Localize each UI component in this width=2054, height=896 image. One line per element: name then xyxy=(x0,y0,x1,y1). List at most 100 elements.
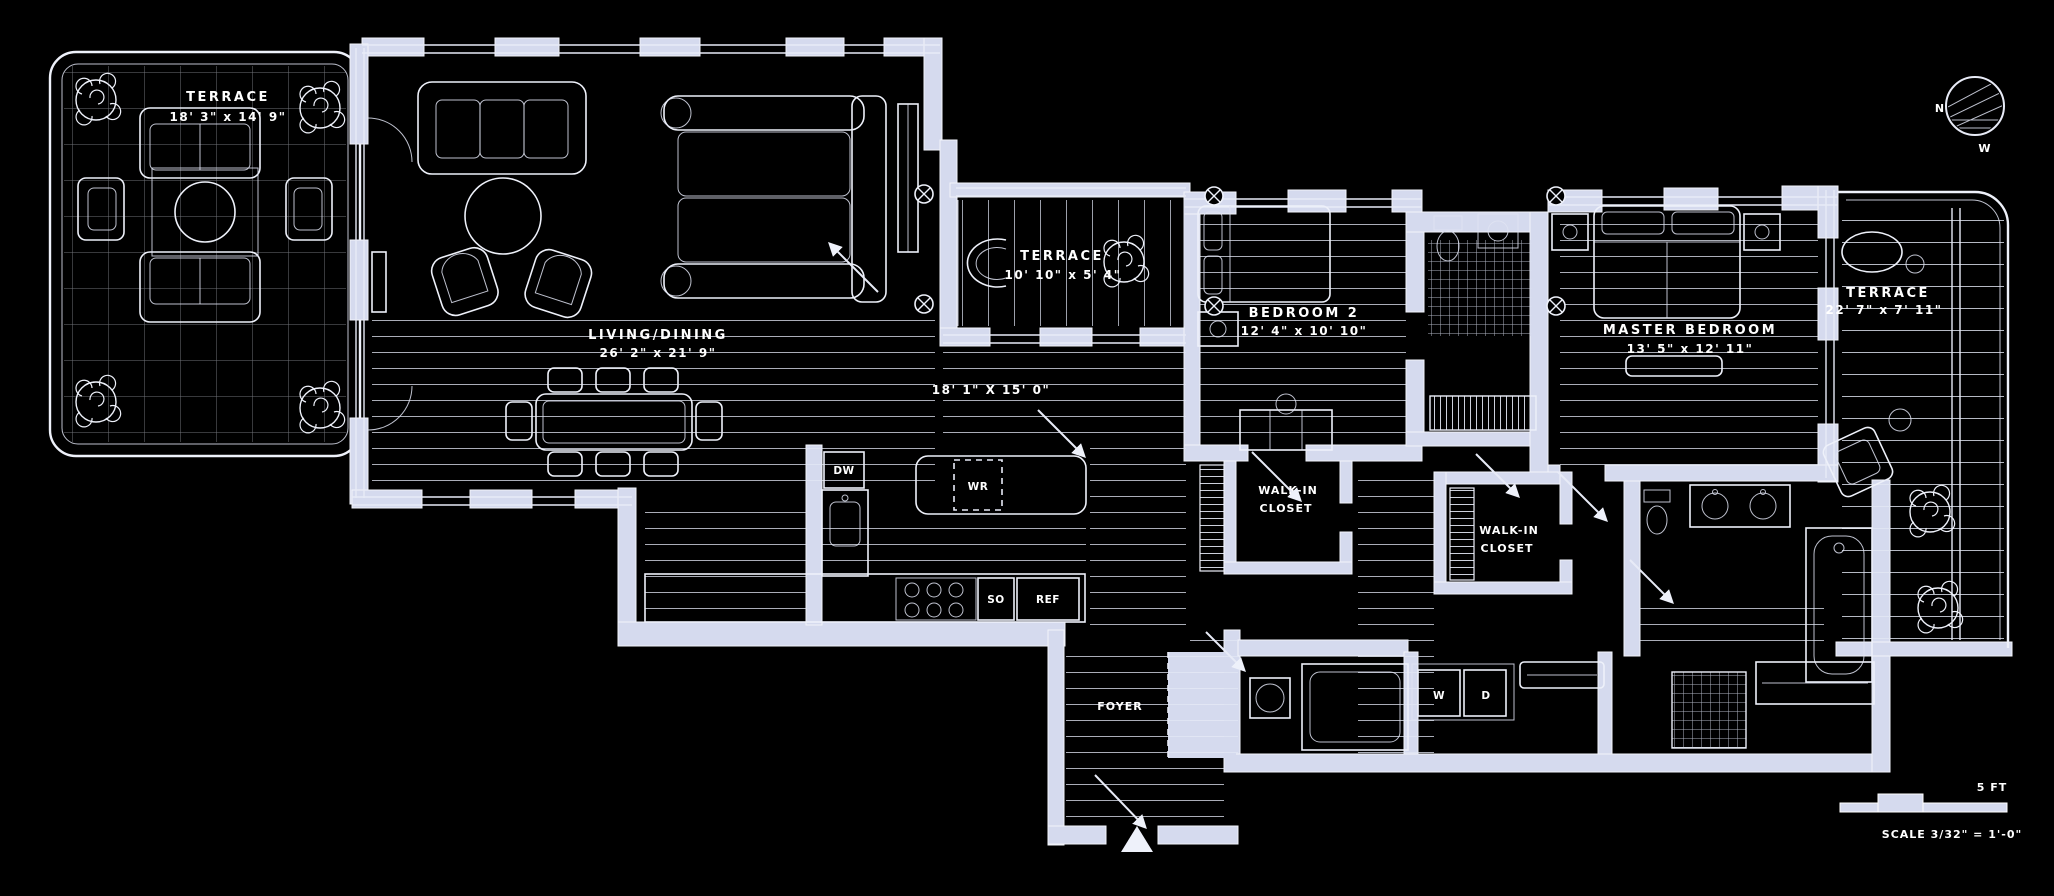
speed-oven-label: SO xyxy=(987,594,1005,606)
bed xyxy=(1197,205,1331,303)
armchair xyxy=(430,246,499,317)
speed-oven: SO xyxy=(977,577,1015,621)
refrigerator-label: REF xyxy=(1036,594,1060,606)
door-swing-icon xyxy=(1251,451,1302,502)
refrigerator: REF xyxy=(1016,577,1080,621)
column-marker-icon xyxy=(1204,296,1224,316)
dining-chair xyxy=(595,451,631,477)
outdoor-table-round xyxy=(1841,231,1925,274)
compass-north-label: N xyxy=(1935,102,1945,115)
terrace-middle: TERRACE 10' 10" x 5' 4" xyxy=(957,200,1185,326)
door-swing-icon xyxy=(1205,631,1246,672)
bathtub xyxy=(1805,527,1873,683)
door-swing-icon xyxy=(1629,559,1674,604)
column-marker-icon xyxy=(1546,296,1566,316)
curved-bench xyxy=(966,238,1007,288)
kitchen: DW WR SO REF 18' 1" X 15' 0" xyxy=(644,350,1186,635)
dryer: D xyxy=(1463,669,1507,717)
scale-text: SCALE 3/32" = 1'-0" xyxy=(1882,828,2022,841)
dining-chair xyxy=(547,367,583,393)
bench xyxy=(1625,355,1723,377)
terrace-middle-label: TERRACE xyxy=(1020,249,1104,264)
dining-chair xyxy=(643,367,679,393)
terrace-left-label: TERRACE xyxy=(186,90,270,105)
nightstand xyxy=(1743,213,1781,251)
hallways xyxy=(1190,470,1824,754)
scale-distance-label: 5 FT xyxy=(1977,781,2008,794)
door-swing-icon xyxy=(1475,453,1520,498)
bathtub xyxy=(1301,663,1409,751)
sofa-three-seat xyxy=(417,81,587,175)
terrace-right-label: TERRACE xyxy=(1846,286,1930,301)
dresser xyxy=(1239,393,1333,451)
walk-in-closet-1-line1: WALK-IN xyxy=(1258,484,1318,497)
dining-chair xyxy=(643,451,679,477)
door-swing-icon xyxy=(1094,774,1147,830)
pedestal-sink xyxy=(1249,677,1291,719)
bedroom-2-dims: 12' 4" x 10' 10" xyxy=(1241,324,1368,338)
shower xyxy=(1671,671,1747,749)
master-bathroom xyxy=(1643,484,1873,749)
vanity xyxy=(1429,395,1537,431)
walk-in-closet-2-line2: CLOSET xyxy=(1481,542,1534,555)
bed xyxy=(1593,205,1741,319)
living-dining-room: LIVING/DINING 26' 2" x 21' 9" xyxy=(367,81,935,496)
compass-west-label: W xyxy=(1978,142,1991,155)
walk-in-closet-2-line1: WALK-IN xyxy=(1479,524,1539,537)
coffee-table xyxy=(464,177,542,255)
media-console xyxy=(897,103,919,253)
dining-chair xyxy=(547,451,583,477)
wine-fridge-label: WR xyxy=(968,481,989,493)
scale-bar: 5 FT SCALE 3/32" = 1'-0" xyxy=(1839,781,2022,841)
door-arc xyxy=(367,385,413,431)
terrace-right-dims: 22' 7" x 7' 11" xyxy=(1826,303,1943,317)
bedroom-2-label: BEDROOM 2 xyxy=(1249,306,1360,321)
hanging-rod xyxy=(1449,487,1475,581)
door-swing-icon xyxy=(1557,471,1608,522)
outdoor-table xyxy=(174,181,236,243)
hanging-rod xyxy=(1199,464,1225,572)
outdoor-sofa-bottom xyxy=(139,251,261,323)
entry-marker-icon xyxy=(1121,826,1153,852)
terrace-left: TERRACE 18' 3" x 14' 9" xyxy=(48,50,362,458)
bathroom-1 xyxy=(1428,213,1537,431)
console-table xyxy=(371,251,387,313)
door-arc xyxy=(367,117,413,163)
rod-closet xyxy=(1519,661,1605,689)
terrace-right: TERRACE 22' 7" x 7' 11" xyxy=(1822,190,2010,648)
walk-in-closet-1: WALK-IN CLOSET xyxy=(1199,464,1318,572)
master-bedroom: MASTER BEDROOM 13' 5" x 12' 11" xyxy=(1551,205,1818,468)
terrace-left-dims: 18' 3" x 14' 9" xyxy=(170,110,287,124)
toilet xyxy=(1643,489,1671,535)
dining-chair xyxy=(505,401,533,441)
outdoor-chair-left xyxy=(77,177,125,241)
foyer-label: FOYER xyxy=(1097,700,1142,713)
door-swings xyxy=(828,242,1674,672)
terrace-middle-dims: 10' 10" x 5' 4" xyxy=(1005,268,1122,282)
washer-label: W xyxy=(1433,690,1445,702)
walk-in-closet-2: WALK-IN CLOSET xyxy=(1449,487,1539,581)
master-bedroom-label: MASTER BEDROOM xyxy=(1603,323,1777,338)
living-dining-dims: 26' 2" x 21' 9" xyxy=(600,346,717,360)
outdoor-chair-right xyxy=(285,177,333,241)
outdoor-chair-tilted xyxy=(1822,426,1894,498)
bathroom-sink xyxy=(1477,213,1519,249)
stove xyxy=(895,577,977,621)
column-marker-icon xyxy=(914,184,934,204)
armchair xyxy=(524,248,593,319)
foyer: FOYER xyxy=(1066,648,1224,852)
kitchen-island: WR xyxy=(915,455,1087,515)
laundry: W D xyxy=(1411,663,1515,721)
kitchen-sink xyxy=(821,489,869,577)
bedroom-2: BEDROOM 2 12' 4" x 10' 10" xyxy=(1197,205,1406,451)
linen-closet xyxy=(1755,661,1875,705)
sofa-large xyxy=(660,95,887,303)
hall-bathroom xyxy=(1249,663,1409,751)
toilet xyxy=(1433,215,1463,262)
walk-in-closet-1-line2: CLOSET xyxy=(1260,502,1313,515)
terrace-rug xyxy=(151,167,259,257)
nightstand xyxy=(1551,213,1589,251)
outdoor-sofa-top xyxy=(139,107,261,179)
